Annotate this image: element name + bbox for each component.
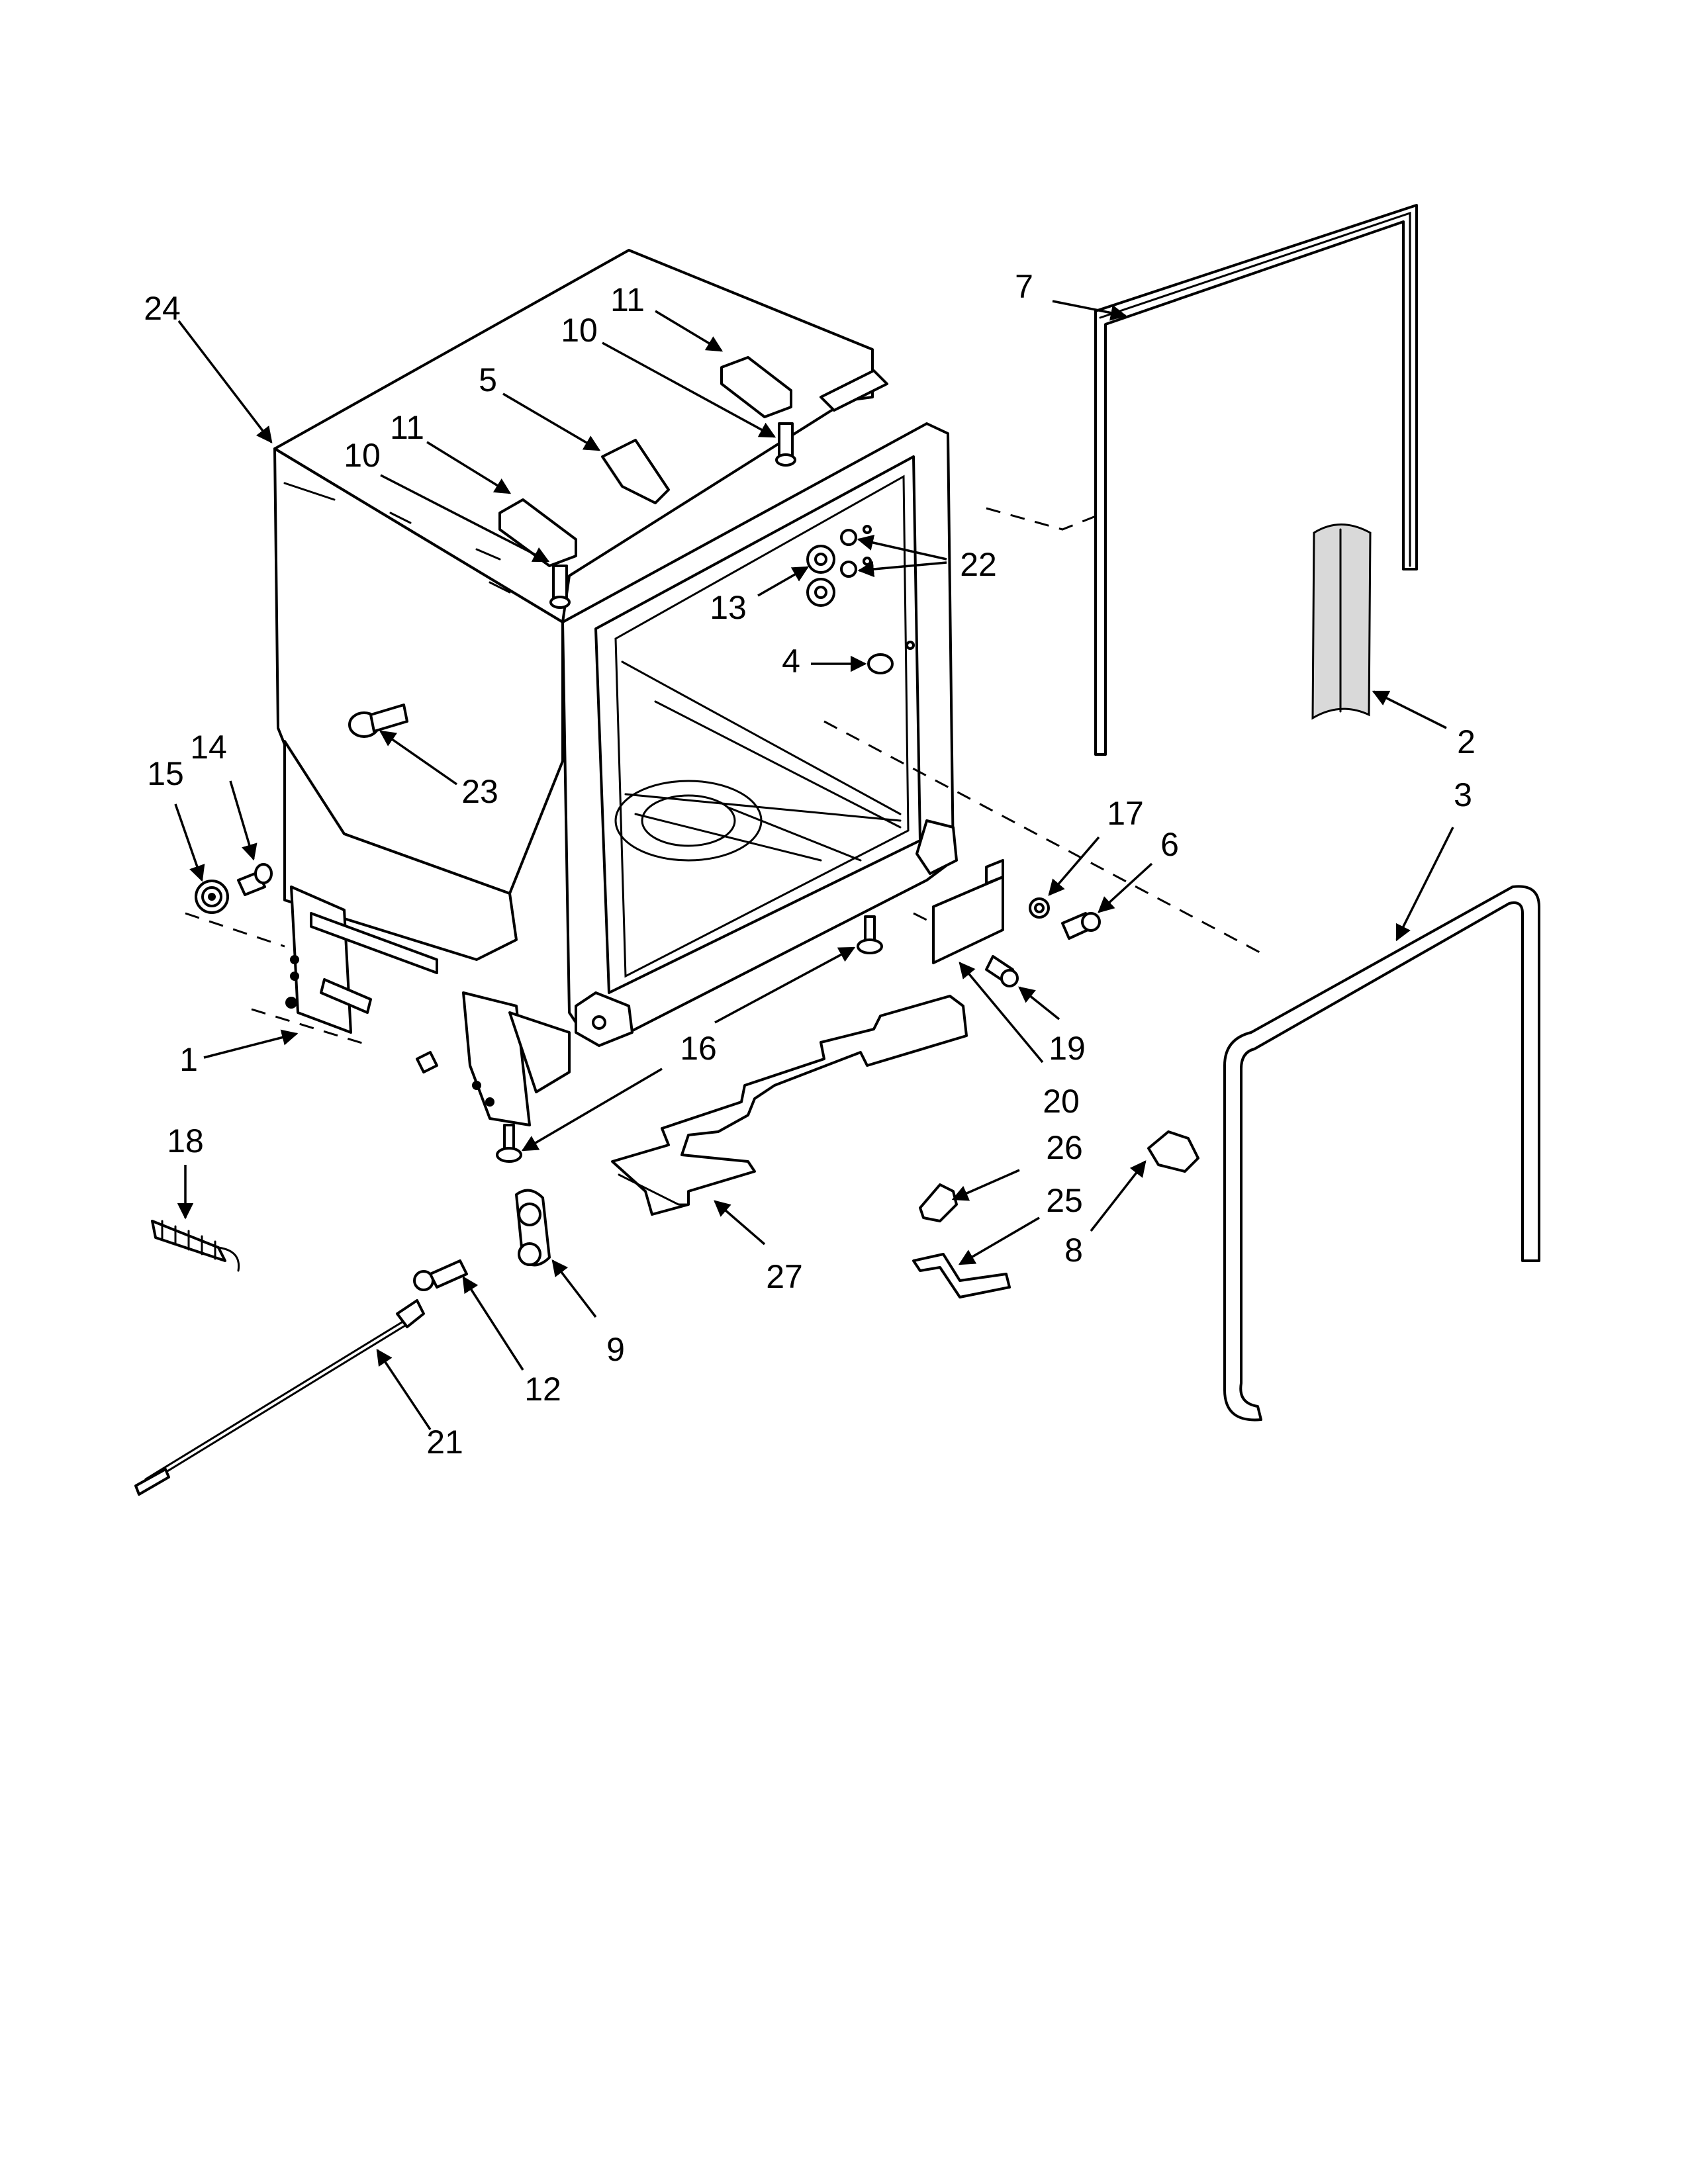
callout-8: 8: [1064, 1232, 1083, 1269]
part-12-screw: [413, 1259, 468, 1291]
leader-21: [376, 1348, 432, 1430]
leader-26: [951, 1169, 1020, 1201]
callout-11-upper: 11: [610, 281, 645, 318]
callout-9: 9: [606, 1331, 625, 1368]
callout-20: 20: [1043, 1083, 1080, 1120]
callout-24: 24: [144, 290, 181, 327]
leader-17: [1048, 836, 1100, 896]
callout-18: 18: [167, 1122, 204, 1160]
part-11-bracket-lower: [498, 498, 577, 567]
part-2-insulation-tube: [1311, 523, 1372, 720]
part-23-stud: [348, 704, 408, 738]
callout-2: 2: [1457, 723, 1476, 760]
leader-11-upper: [655, 310, 724, 352]
callout-17: 17: [1107, 795, 1144, 832]
leader-6: [1098, 862, 1153, 913]
callout-12: 12: [524, 1371, 561, 1408]
alignment-line-left-lower: [251, 1008, 371, 1047]
alignment-line-left-upper: [185, 912, 285, 948]
callout-11-lower: 11: [390, 409, 424, 446]
callout-5: 5: [479, 361, 497, 398]
part-25-bracket: [912, 1253, 1011, 1298]
part-8-latch: [1147, 1130, 1199, 1173]
leader-11-lower: [426, 441, 512, 494]
part-15-wheel: [195, 880, 229, 914]
leader-25: [958, 1216, 1040, 1265]
tub-assembly: [273, 249, 958, 1126]
part-17-washer: [1029, 897, 1050, 919]
leader-13: [757, 566, 810, 597]
callout-10-upper: 10: [561, 312, 598, 349]
callout-7: 7: [1015, 268, 1033, 305]
part-5-clip: [601, 439, 670, 504]
part-9-roller-bracket: [515, 1189, 551, 1267]
callout-27: 27: [766, 1258, 803, 1295]
callout-25: 25: [1046, 1182, 1083, 1219]
part-10-screw-lower: [549, 565, 571, 609]
leader-15: [174, 803, 205, 882]
part-16-leg-lower: [496, 1124, 522, 1163]
leader-7: [1052, 300, 1127, 321]
leader-10-upper: [602, 341, 776, 438]
part-11-bracket-upper: [720, 356, 792, 418]
callout-21: 21: [426, 1424, 463, 1461]
leader-2: [1372, 690, 1447, 729]
callout-14: 14: [190, 729, 227, 766]
part-3-seal-bottom: [1223, 885, 1540, 1422]
part-13-rollers: [806, 545, 835, 607]
part-21-wire: [134, 1299, 425, 1496]
part-18-spring: [151, 1220, 240, 1272]
leader-lines: [174, 300, 1454, 1430]
callout-16: 16: [680, 1030, 717, 1067]
leader-10-lower: [380, 474, 550, 563]
callout-13: 13: [710, 589, 747, 626]
leader-3: [1395, 827, 1454, 942]
leader-16-lower: [521, 1068, 663, 1152]
leader-22-top: [857, 534, 947, 561]
leader-8: [1090, 1160, 1147, 1232]
callout-15: 15: [147, 755, 184, 792]
part-20-bracket: [932, 859, 1004, 964]
part-4-plug: [867, 641, 915, 674]
callout-1: 1: [179, 1041, 198, 1078]
part-7-seal-top: [1094, 204, 1418, 756]
part-27-panel: [611, 995, 968, 1216]
part-10-screw-upper: [775, 422, 796, 467]
leader-16-upper: [714, 946, 856, 1024]
part-22-washers: [840, 525, 872, 578]
callout-3: 3: [1454, 776, 1472, 813]
leader-14: [229, 780, 258, 861]
callout-26: 26: [1046, 1129, 1083, 1166]
callout-23: 23: [461, 773, 498, 810]
leader-5: [502, 392, 601, 451]
callout-6: 6: [1160, 826, 1179, 863]
part-6-screw: [1061, 912, 1101, 940]
callout-labels: 24 11 10 5 11 10 7 22 13 4 23 2 3 15 14 …: [144, 268, 1476, 1461]
alignment-line-upper: [986, 507, 1096, 531]
part-26-clip: [919, 1183, 958, 1222]
callout-22: 22: [960, 546, 997, 583]
alignment-line-middle: [823, 720, 1262, 954]
leader-19: [1018, 986, 1060, 1021]
leader-22-bottom: [857, 561, 947, 578]
callout-4: 4: [782, 643, 800, 680]
part-19-screw: [985, 955, 1019, 987]
leader-12: [462, 1275, 524, 1371]
callout-10-lower: 10: [344, 437, 381, 474]
callout-19: 19: [1049, 1030, 1086, 1067]
leader-27: [714, 1200, 766, 1246]
leader-23: [379, 730, 457, 786]
part-16-leg-upper: [857, 915, 883, 954]
part-14-screw: [237, 863, 273, 896]
leader-20: [959, 962, 1044, 1064]
leader-24: [177, 320, 273, 443]
leader-1: [203, 1029, 299, 1059]
leader-9: [551, 1259, 597, 1318]
